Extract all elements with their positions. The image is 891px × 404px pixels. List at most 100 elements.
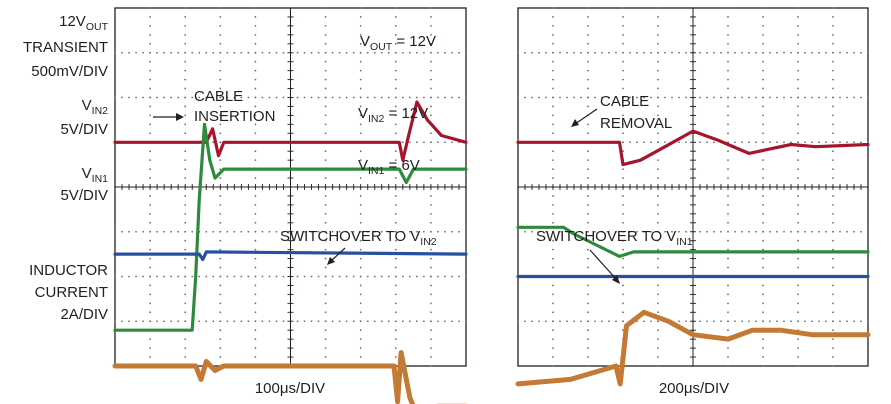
- grid-dot: [545, 51, 547, 54]
- grid-dot: [552, 123, 554, 126]
- grid-dot: [622, 212, 624, 215]
- grid-dot: [430, 177, 432, 179]
- grid-dot: [657, 311, 659, 314]
- grid-dot: [254, 33, 257, 36]
- grid-dot: [324, 87, 327, 90]
- grid-dot: [233, 51, 236, 54]
- grid-dot: [622, 248, 624, 251]
- grid-dot: [587, 33, 589, 36]
- grid-dot: [430, 302, 432, 305]
- grid-dot: [846, 141, 848, 144]
- grid-dot: [184, 356, 187, 358]
- grid-dot: [587, 302, 589, 305]
- grid-dot: [219, 320, 222, 323]
- grid-dot: [762, 338, 764, 341]
- grid-dot: [657, 195, 659, 197]
- grid-dot: [121, 275, 123, 278]
- trace-inductor-current: [112, 350, 467, 404]
- grid-dot: [797, 356, 799, 358]
- grid-dot: [587, 16, 589, 18]
- grid-dot: [762, 69, 764, 72]
- grid-dot: [727, 302, 729, 305]
- grid-dot: [825, 51, 827, 54]
- grid-dot: [762, 257, 764, 260]
- grid-dot: [797, 42, 799, 45]
- grid-dot: [184, 168, 187, 171]
- grid-dot: [587, 132, 589, 135]
- grid-dot: [430, 114, 432, 117]
- grid-dot: [184, 150, 187, 153]
- grid-dot: [430, 150, 432, 153]
- grid-dot: [219, 141, 222, 144]
- grid-dot: [149, 7, 152, 9]
- grid-dot: [324, 284, 327, 287]
- grid-dot: [734, 141, 736, 144]
- grid-dot: [149, 69, 152, 72]
- grid-dot: [359, 204, 362, 206]
- grid-dot: [657, 338, 659, 341]
- grid-dot: [149, 33, 152, 36]
- grid-dot: [444, 96, 446, 99]
- grid-dot: [706, 51, 708, 54]
- grid-dot: [254, 42, 257, 45]
- grid-dot: [380, 275, 383, 278]
- grid-dot: [254, 7, 257, 9]
- grid-dot: [254, 123, 257, 126]
- grid-dot: [233, 230, 236, 233]
- grid-dot: [149, 320, 152, 323]
- grid-dot: [191, 51, 194, 54]
- grid-dot: [657, 320, 659, 323]
- grid-dot: [636, 51, 638, 54]
- grid-dot: [727, 150, 729, 153]
- grid-dot: [664, 51, 666, 54]
- grid-dot: [839, 96, 841, 99]
- grid-dot: [268, 320, 271, 323]
- grid-dot: [219, 195, 222, 197]
- grid-dot: [149, 123, 152, 126]
- grid-dot: [853, 230, 855, 233]
- grid-dot: [458, 320, 460, 323]
- grid-dot: [359, 69, 362, 72]
- grid-dot: [430, 365, 432, 367]
- grid-dot: [359, 105, 362, 108]
- grid-dot: [811, 230, 813, 233]
- grid-dot: [657, 239, 659, 242]
- grid-dot: [338, 275, 341, 278]
- grid-dot: [797, 204, 799, 206]
- grid-dot: [275, 51, 278, 54]
- trace-vin2: [113, 122, 468, 332]
- grid-dot: [177, 230, 180, 233]
- grid-dot: [401, 51, 404, 54]
- grid-dot: [552, 248, 554, 251]
- grid-dot: [762, 60, 764, 63]
- grid-dot: [657, 114, 659, 117]
- grid-dot: [552, 311, 554, 314]
- grid-dot: [622, 284, 624, 287]
- grid-dot: [149, 25, 152, 27]
- grid-dot: [741, 320, 743, 323]
- grid-dot: [254, 266, 257, 269]
- grid-dot: [776, 320, 778, 323]
- grid-dot: [755, 320, 757, 323]
- grid-dot: [324, 257, 327, 260]
- grid-dot: [430, 248, 432, 251]
- grid-dot: [587, 168, 589, 171]
- grid-dot: [776, 141, 778, 144]
- grid-dot: [296, 320, 299, 323]
- grid-dot: [415, 141, 418, 144]
- grid-dot: [219, 347, 222, 349]
- grid-dot: [636, 96, 638, 99]
- grid-dot: [615, 96, 617, 99]
- grid-dot: [832, 177, 834, 179]
- grid-dot: [149, 168, 152, 171]
- vin1-annotation: VIN1 = 6V: [358, 157, 420, 177]
- scope-panel-left: [112, 7, 468, 404]
- grid-dot: [587, 87, 589, 90]
- grid-dot: [832, 69, 834, 72]
- grid-dot: [408, 320, 411, 323]
- grid-dot: [552, 42, 554, 45]
- grid-dot: [219, 302, 222, 305]
- vout-annotation: VOUT = 12V: [360, 33, 436, 53]
- grid-dot: [741, 51, 743, 54]
